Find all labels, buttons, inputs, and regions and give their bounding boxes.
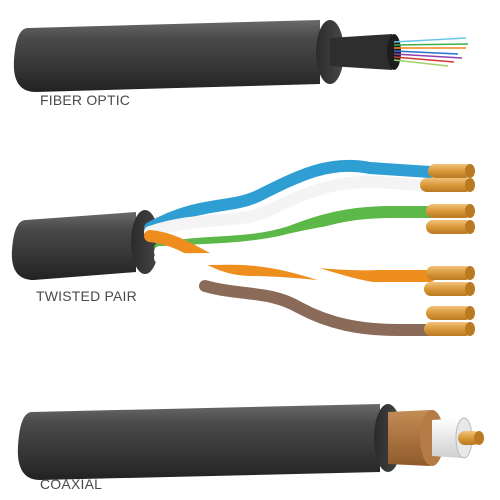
coax-braid-shield [388, 410, 430, 466]
label-twisted-pair: TWISTED PAIR [36, 288, 137, 304]
fiber-optic-cable [13, 20, 469, 92]
copper-conductors [420, 164, 475, 336]
label-fiber-optic: FIBER OPTIC [40, 92, 131, 108]
coax-center-conductor [458, 431, 480, 445]
label-coaxial: COAXIAL [40, 476, 103, 492]
orange-pair [144, 230, 436, 296]
blue-pair [144, 159, 436, 238]
fiber-strands [393, 37, 469, 67]
coaxial-cable [17, 404, 484, 480]
brown-pair [194, 276, 436, 336]
fiber-buffer-end [387, 34, 401, 70]
twisted-pair-cable [11, 159, 475, 336]
coax-dielectric [432, 418, 462, 458]
